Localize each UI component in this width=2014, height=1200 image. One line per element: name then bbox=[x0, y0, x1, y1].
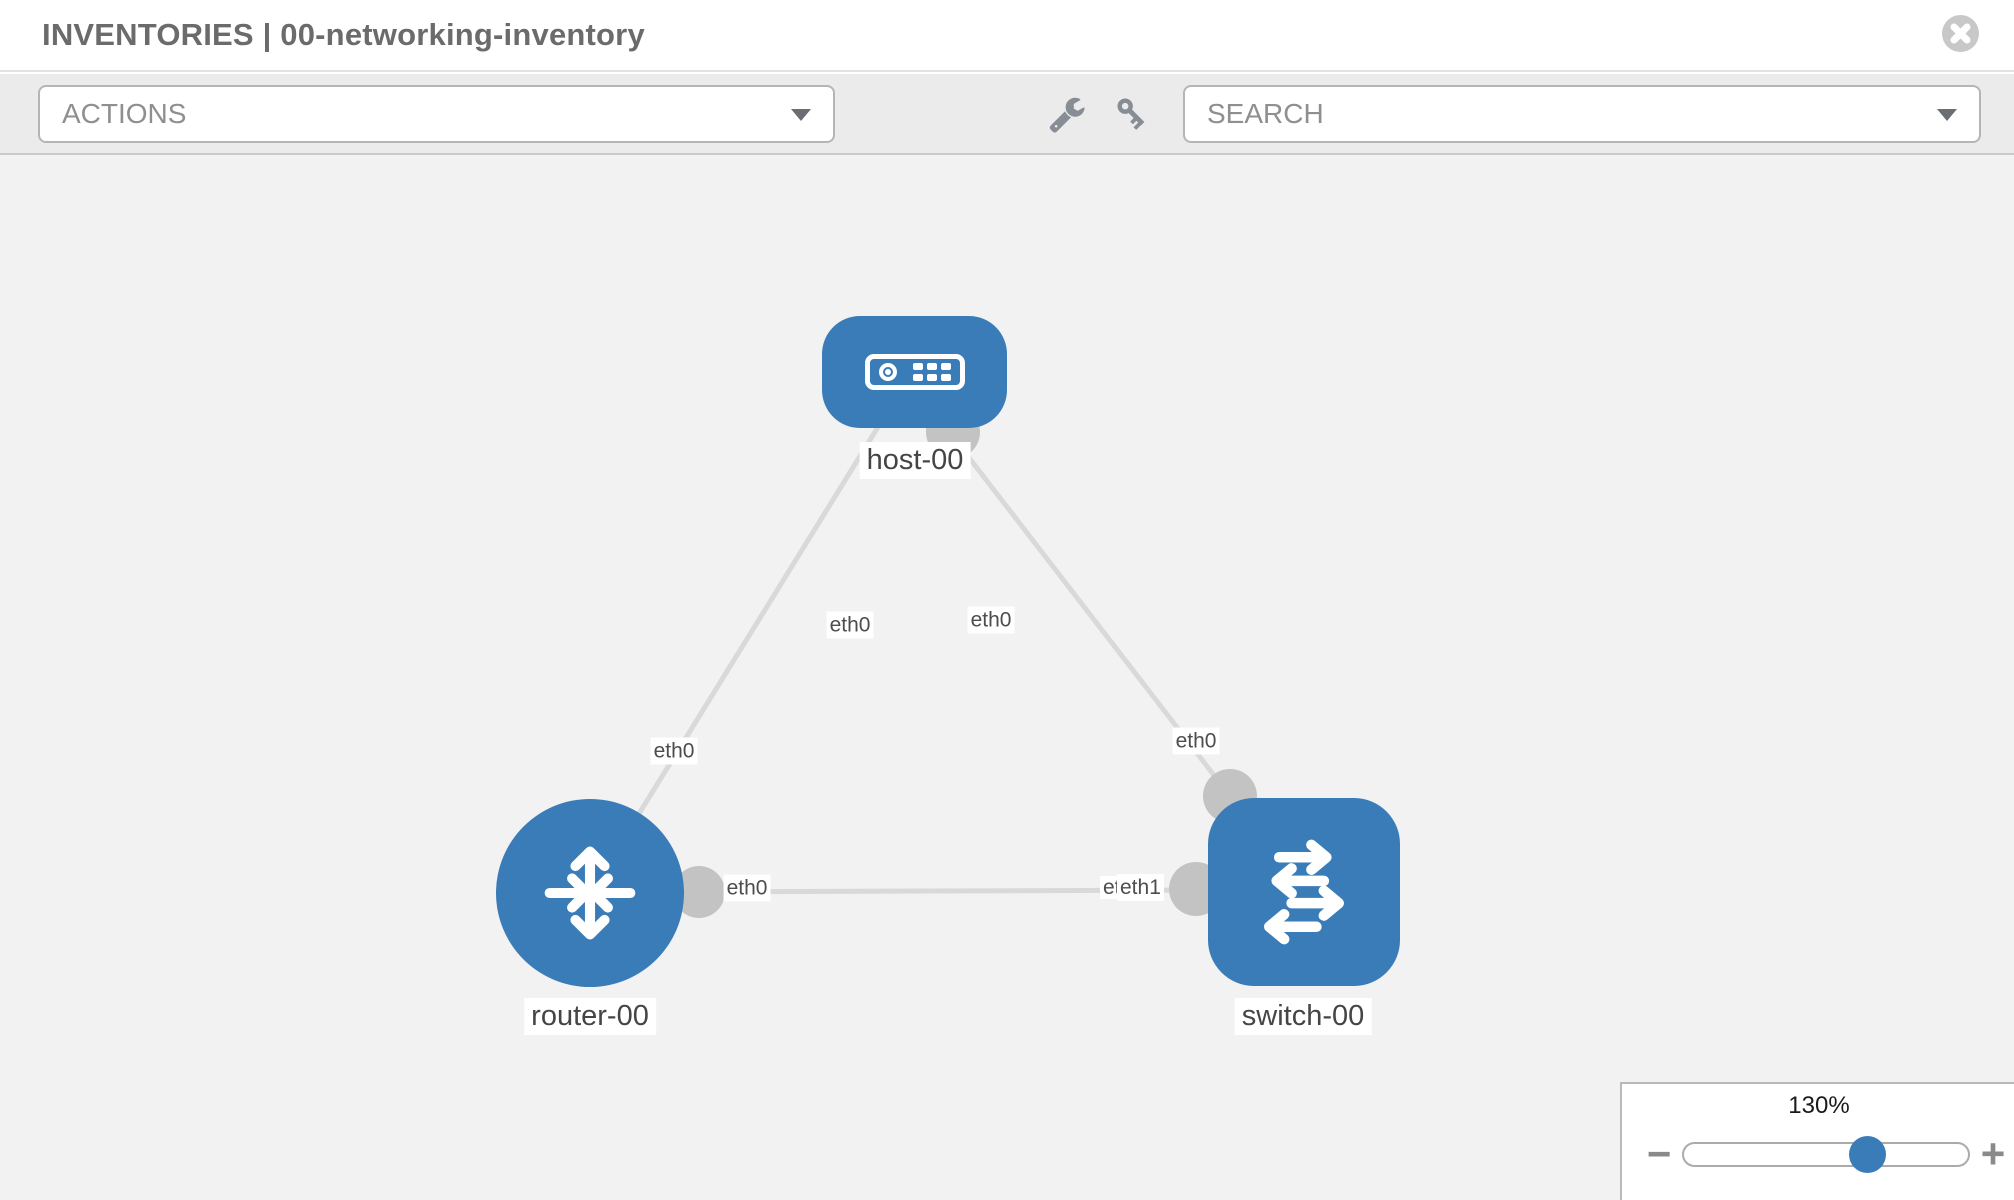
host-icon bbox=[864, 354, 965, 390]
zoom-in-button[interactable]: + bbox=[1980, 1130, 2006, 1177]
chevron-down-icon bbox=[791, 109, 811, 121]
connector-router-right[interactable] bbox=[673, 866, 725, 918]
credentials-button[interactable] bbox=[1113, 94, 1153, 134]
close-icon bbox=[1950, 23, 1971, 44]
zoom-slider[interactable] bbox=[1682, 1135, 1970, 1173]
node-label-host: host-00 bbox=[859, 442, 971, 479]
node-host-00[interactable] bbox=[822, 316, 1007, 428]
switch-icon bbox=[1264, 839, 1344, 945]
interface-label: eth0 bbox=[723, 874, 771, 902]
interface-label: eth1 bbox=[1117, 874, 1164, 901]
node-label-switch: switch-00 bbox=[1234, 998, 1372, 1035]
chevron-down-icon bbox=[1937, 109, 1957, 121]
interface-label: eth0 bbox=[826, 611, 874, 639]
close-button[interactable] bbox=[1942, 15, 1979, 52]
page-title: INVENTORIES | 00-networking-inventory bbox=[42, 17, 645, 52]
key-icon bbox=[1117, 98, 1145, 130]
zoom-level-value: 130% bbox=[1788, 1092, 1850, 1119]
topology-canvas[interactable]: host-00 router-00 switch-00 eth0 eth0 et… bbox=[0, 155, 2014, 1200]
wrench-icon bbox=[1049, 97, 1085, 133]
header: INVENTORIES | 00-networking-inventory bbox=[0, 0, 2014, 72]
interface-label-overlap: eth0 eth1 bbox=[1100, 874, 1164, 901]
node-label-router: router-00 bbox=[524, 998, 656, 1035]
interface-label: eth0 bbox=[650, 737, 698, 765]
search-dropdown-label: SEARCH bbox=[1207, 98, 1324, 129]
actions-dropdown-label: ACTIONS bbox=[62, 98, 187, 129]
toolbar: ACTIONS SEARCH bbox=[0, 74, 2014, 155]
router-icon bbox=[544, 846, 636, 940]
zoom-panel: 130% − + bbox=[1620, 1082, 2014, 1200]
node-switch-00[interactable] bbox=[1208, 798, 1400, 986]
node-router-00[interactable] bbox=[496, 799, 684, 987]
actions-dropdown[interactable]: ACTIONS bbox=[38, 85, 835, 143]
search-dropdown[interactable]: SEARCH bbox=[1183, 85, 1981, 143]
zoom-slider-thumb[interactable] bbox=[1848, 1135, 1886, 1173]
interface-label: eth0 bbox=[1172, 727, 1220, 755]
interface-label: eth0 bbox=[967, 606, 1015, 634]
adhoc-commands-button[interactable] bbox=[1047, 94, 1087, 134]
zoom-out-button[interactable]: − bbox=[1646, 1130, 1672, 1177]
